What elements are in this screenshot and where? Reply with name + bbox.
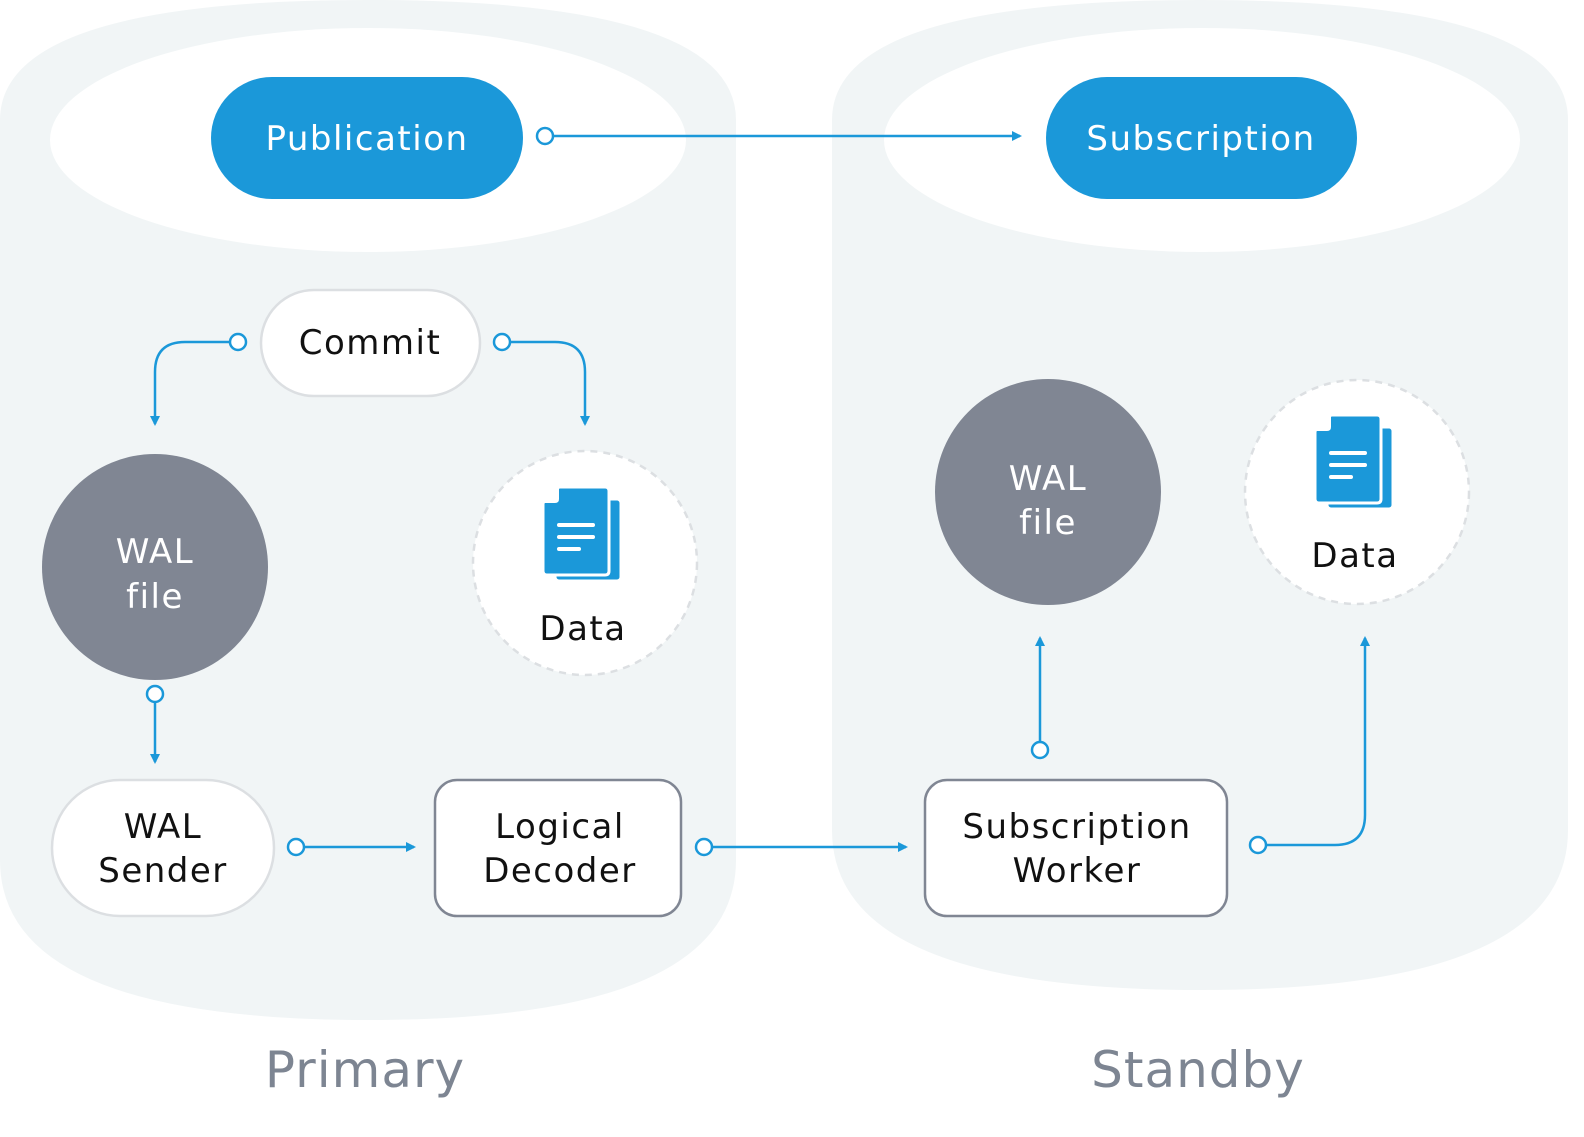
connector-port xyxy=(694,837,714,857)
connector-commit-data xyxy=(510,340,590,426)
commit-node[interactable]: Commit xyxy=(259,288,482,398)
connector-worker-data xyxy=(1266,636,1370,847)
publication-node[interactable]: Publication xyxy=(211,77,523,199)
subscription-worker-node[interactable]: Subscription Worker xyxy=(923,778,1229,918)
connector-port xyxy=(1248,835,1268,855)
wal-sender-label-line2: Sender xyxy=(98,851,228,891)
document-icon xyxy=(1313,413,1395,511)
connector-commit-walfile xyxy=(150,340,230,426)
publication-label: Publication xyxy=(265,119,468,159)
connector-port xyxy=(535,126,555,146)
wal-sender-label-line1: WAL xyxy=(124,807,202,847)
logical-decoder-label-line2: Decoder xyxy=(483,851,637,891)
standby-data-label: Data xyxy=(1311,536,1398,576)
standby-wal-file-node[interactable]: WAL file xyxy=(935,379,1161,605)
subscription-label: Subscription xyxy=(1086,119,1315,159)
wal-sender-node[interactable]: WAL Sender xyxy=(50,778,276,918)
connector-port xyxy=(286,837,306,857)
primary-zone-label: Primary xyxy=(265,1041,465,1099)
logical-decoder-node[interactable]: Logical Decoder xyxy=(433,778,683,918)
primary-data-node[interactable]: Data xyxy=(471,449,699,677)
subscription-node[interactable]: Subscription xyxy=(1046,77,1357,199)
primary-data-label: Data xyxy=(539,609,626,649)
subscription-worker-label-line2: Worker xyxy=(1013,851,1142,891)
standby-wal-label-line2: file xyxy=(1019,503,1077,543)
primary-wal-label-line1: WAL xyxy=(116,532,194,572)
document-icon xyxy=(541,485,623,583)
standby-zone-label: Standby xyxy=(1091,1041,1305,1099)
logical-decoder-label-line1: Logical xyxy=(495,807,625,847)
standby-wal-label-line1: WAL xyxy=(1009,459,1087,499)
subscription-worker-label-line1: Subscription xyxy=(962,807,1191,847)
primary-wal-file-node[interactable]: WAL file xyxy=(42,454,268,680)
commit-label: Commit xyxy=(299,323,442,363)
connector-port xyxy=(1030,740,1050,760)
connector-port xyxy=(145,684,165,704)
connector-port xyxy=(228,332,248,352)
connector-port xyxy=(492,332,512,352)
standby-data-node[interactable]: Data xyxy=(1243,378,1471,606)
primary-wal-label-line2: file xyxy=(126,577,184,617)
